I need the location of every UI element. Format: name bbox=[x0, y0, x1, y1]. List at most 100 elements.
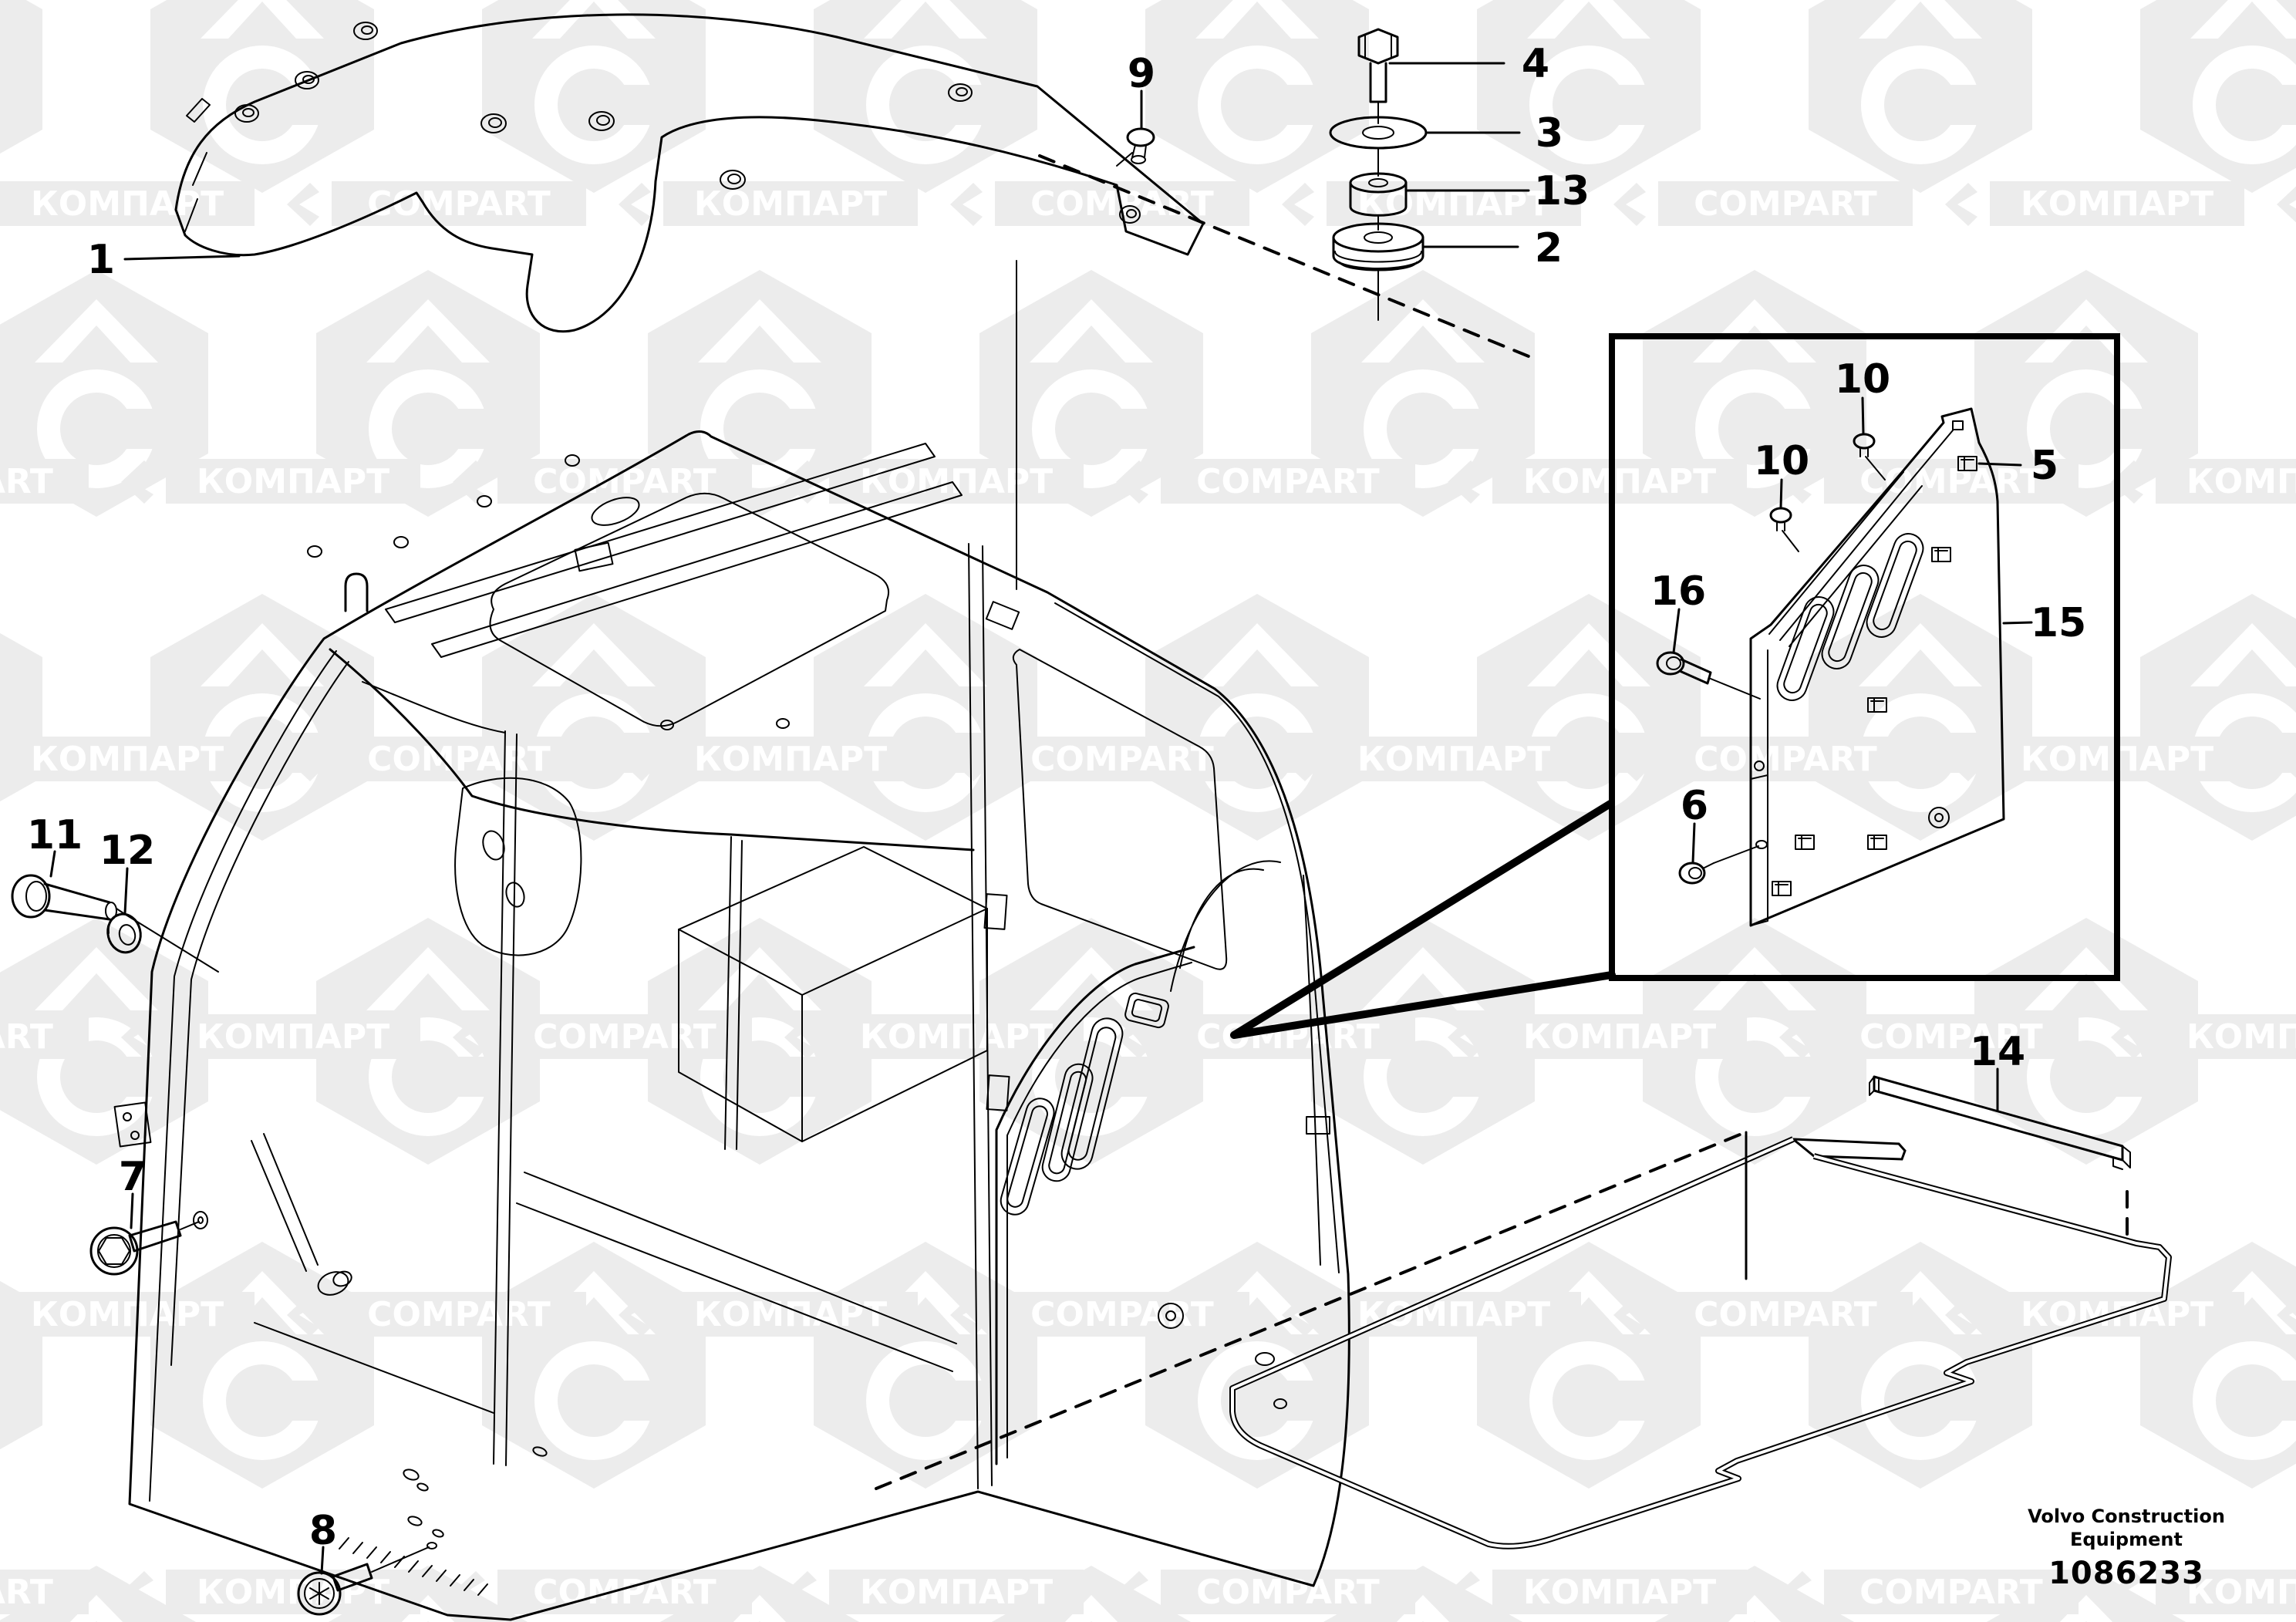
inset-pointer-lines bbox=[1230, 800, 1616, 1039]
svg-text:КОМПАРТ: КОМПАРТ bbox=[2186, 1017, 2296, 1057]
callout-label-1: 1 bbox=[87, 237, 115, 283]
svg-text:КОМПАРТ: КОМПАРТ bbox=[1523, 462, 1716, 501]
svg-text:КОМПАРТ: КОМПАРТ bbox=[1523, 1573, 1716, 1612]
watermark-text-cyrillic: КОМПАРТ bbox=[663, 1292, 983, 1337]
watermark-text-latin: COMPART bbox=[1161, 1570, 1480, 1614]
svg-text:COMPART: COMPART bbox=[0, 1573, 53, 1612]
door-lock-knob bbox=[317, 1271, 349, 1296]
cab-console bbox=[454, 777, 582, 956]
watermark-text-latin: COMPART bbox=[1824, 1570, 2143, 1614]
svg-text:COMPART: COMPART bbox=[1859, 462, 2043, 501]
watermark-text-cyrillic: КОМПАРТ bbox=[829, 459, 1148, 504]
watermark-text-cyrillic: КОМПАРТ bbox=[1492, 1014, 1812, 1059]
watermark-text-latin: COMPART bbox=[1658, 737, 1977, 781]
callout-label-14: 14 bbox=[1970, 1029, 2025, 1075]
svg-text:КОМПАРТ: КОМПАРТ bbox=[860, 1573, 1053, 1612]
callout-label-2: 2 bbox=[1535, 225, 1563, 271]
watermark-hex-logo bbox=[814, 0, 1037, 193]
watermark-text-latin: COMPART bbox=[995, 737, 1314, 781]
watermark-hex-logo bbox=[0, 0, 42, 154]
watermark-hex-logo bbox=[0, 270, 208, 517]
roof-skylight-opening bbox=[489, 492, 890, 727]
cab-silhouette bbox=[128, 430, 1350, 1621]
watermark-text-latin: COMPART bbox=[0, 1570, 153, 1614]
watermark-text-latin: COMPART bbox=[1658, 1292, 1977, 1337]
watermark-hex-logo bbox=[0, 918, 208, 1165]
leader-lines bbox=[49, 62, 2033, 1575]
svg-text:COMPART: COMPART bbox=[367, 184, 551, 224]
footer-part-number: 1086233 bbox=[2048, 1556, 2204, 1591]
svg-text:КОМПАРТ: КОМПАРТ bbox=[1357, 1295, 1550, 1334]
watermark-hex-logo bbox=[2140, 594, 2296, 841]
watermark-hex-logo bbox=[150, 1242, 374, 1489]
watermark-text-latin: COMPART bbox=[1824, 1014, 2143, 1059]
svg-text:КОМПАРТ: КОМПАРТ bbox=[694, 740, 887, 779]
roof-rail bbox=[385, 443, 936, 623]
svg-text:КОМПАРТ: КОМПАРТ bbox=[197, 462, 389, 501]
watermark-hex-logo bbox=[1809, 1242, 2032, 1489]
svg-text:COMPART: COMPART bbox=[1030, 1295, 1214, 1334]
headliner-grommets bbox=[234, 22, 973, 190]
watermark-text-rows: КОМПАРТ COMPART КОМПАРТ COMPART КОМПАРТ COMPA… bbox=[0, 181, 2296, 1614]
watermark-text-latin: COMPART bbox=[0, 459, 153, 504]
watermark-hex-logo bbox=[814, 1242, 1037, 1489]
callout-label-16: 16 bbox=[1650, 568, 1706, 615]
watermark-text-latin: COMPART bbox=[497, 459, 817, 504]
svg-text:COMPART: COMPART bbox=[1694, 1295, 1877, 1334]
hex-bolt-part4 bbox=[1357, 28, 1399, 124]
watermark-hex-logo bbox=[979, 270, 1203, 517]
svg-text:КОМПАРТ: КОМПАРТ bbox=[2186, 1573, 2296, 1612]
svg-text:КОМПАРТ: КОМПАРТ bbox=[31, 184, 224, 224]
watermark-text-latin: COMPART bbox=[1658, 181, 1977, 226]
watermark-hex-logo bbox=[1809, 0, 2032, 193]
watermark-text-cyrillic: КОМПАРТ bbox=[0, 737, 319, 781]
svg-text:COMPART: COMPART bbox=[533, 462, 716, 501]
headliner-slot-mark bbox=[186, 98, 211, 123]
sill-hatching bbox=[339, 1537, 488, 1596]
svg-text:КОМПАРТ: КОМПАРТ bbox=[197, 1573, 389, 1612]
svg-text:КОМПАРТ: КОМПАРТ bbox=[1357, 740, 1550, 779]
watermark-hex-logo bbox=[482, 1242, 706, 1489]
callout-label-5: 5 bbox=[2031, 443, 2058, 489]
callout-label-10: 10 bbox=[1754, 438, 1809, 484]
cab-side-door bbox=[995, 946, 1195, 1465]
watermark-hex-logo bbox=[1311, 270, 1535, 517]
svg-text:COMPART: COMPART bbox=[1196, 462, 1380, 501]
svg-text:КОМПАРТ: КОМПАРТ bbox=[197, 1017, 389, 1057]
watermark-hex-logo bbox=[316, 270, 540, 517]
watermark-hex-logo bbox=[648, 918, 872, 1165]
watermark-text-latin: COMPART bbox=[497, 1570, 817, 1614]
callout-label-4: 4 bbox=[1522, 41, 1549, 87]
svg-text:COMPART: COMPART bbox=[0, 462, 53, 501]
svg-text:COMPART: COMPART bbox=[533, 1017, 716, 1057]
watermark-hex-logo bbox=[1311, 918, 1535, 1165]
svg-text:КОМПАРТ: КОМПАРТ bbox=[694, 1295, 887, 1334]
callout-label-6: 6 bbox=[1681, 783, 1708, 829]
watermark-text-cyrillic: КОМПАРТ bbox=[1327, 181, 1646, 226]
watermark-text-cyrillic: КОМПАРТ bbox=[1990, 181, 2296, 226]
watermark-text-cyrillic: КОМПАРТ bbox=[1492, 1570, 1812, 1614]
watermark-text-latin: COMPART bbox=[995, 1292, 1314, 1337]
callout-label-11: 11 bbox=[27, 812, 83, 858]
svg-text:КОМПАРТ: КОМПАРТ bbox=[31, 1295, 224, 1334]
alignment-lines bbox=[875, 154, 2129, 1490]
inset-detail-box bbox=[1609, 333, 2120, 981]
watermark-text-cyrillic: КОМПАРТ bbox=[2156, 459, 2296, 504]
watermark-hex-logo bbox=[648, 270, 872, 517]
roof-grab-handle bbox=[344, 572, 369, 612]
headliner-end-grommet-hole bbox=[1126, 209, 1137, 218]
washer-part3 bbox=[1329, 116, 1428, 177]
floor-mat-tab bbox=[1789, 1138, 1907, 1161]
footer-brand-line1: Volvo Construction bbox=[2028, 1506, 2225, 1527]
watermark-text-cyrillic: КОМПАРТ bbox=[2156, 1014, 2296, 1059]
footer: Volvo Construction Equipment 1086233 bbox=[2003, 1505, 2250, 1591]
watermark-text-cyrillic: КОМПАРТ bbox=[166, 1014, 485, 1059]
watermark-text-latin: COMPART bbox=[1824, 459, 2143, 504]
watermark-hex-logo bbox=[1809, 594, 2032, 841]
watermark-text-cyrillic: КОМПАРТ bbox=[166, 1570, 485, 1614]
watermark-text-cyrillic: КОМПАРТ bbox=[663, 737, 983, 781]
watermark-text-cyrillic: КОМПАРТ bbox=[166, 459, 485, 504]
watermark-hex-logo bbox=[150, 0, 374, 193]
